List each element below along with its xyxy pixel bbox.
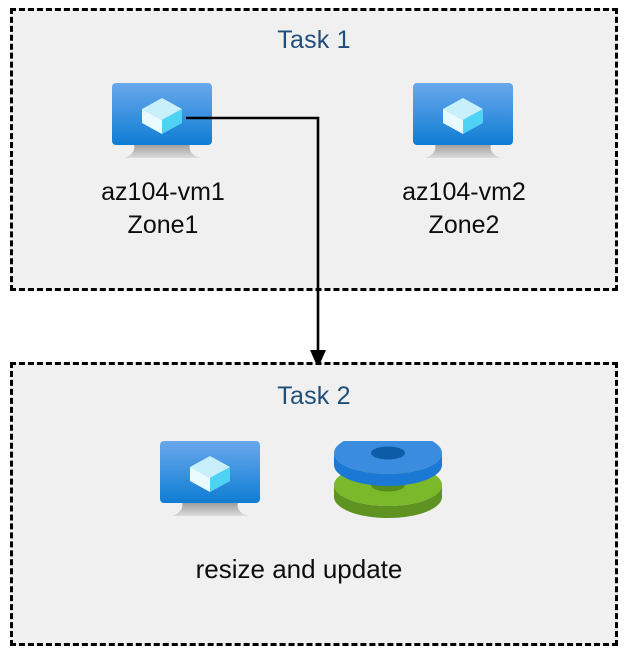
task-2-container — [10, 362, 618, 646]
virtual-machine-icon — [158, 440, 262, 526]
vm2-label: az104-vm2 Zone2 — [402, 178, 526, 239]
task-2-title: Task 2 — [277, 382, 351, 410]
task-1-title: Task 1 — [277, 26, 351, 54]
virtual-machine-icon — [411, 82, 515, 168]
task-2-caption: resize and update — [195, 554, 403, 584]
vm1-label: az104-vm1 Zone1 — [101, 178, 225, 239]
virtual-machine-icon — [110, 82, 214, 168]
managed-disks-icon — [332, 432, 444, 525]
